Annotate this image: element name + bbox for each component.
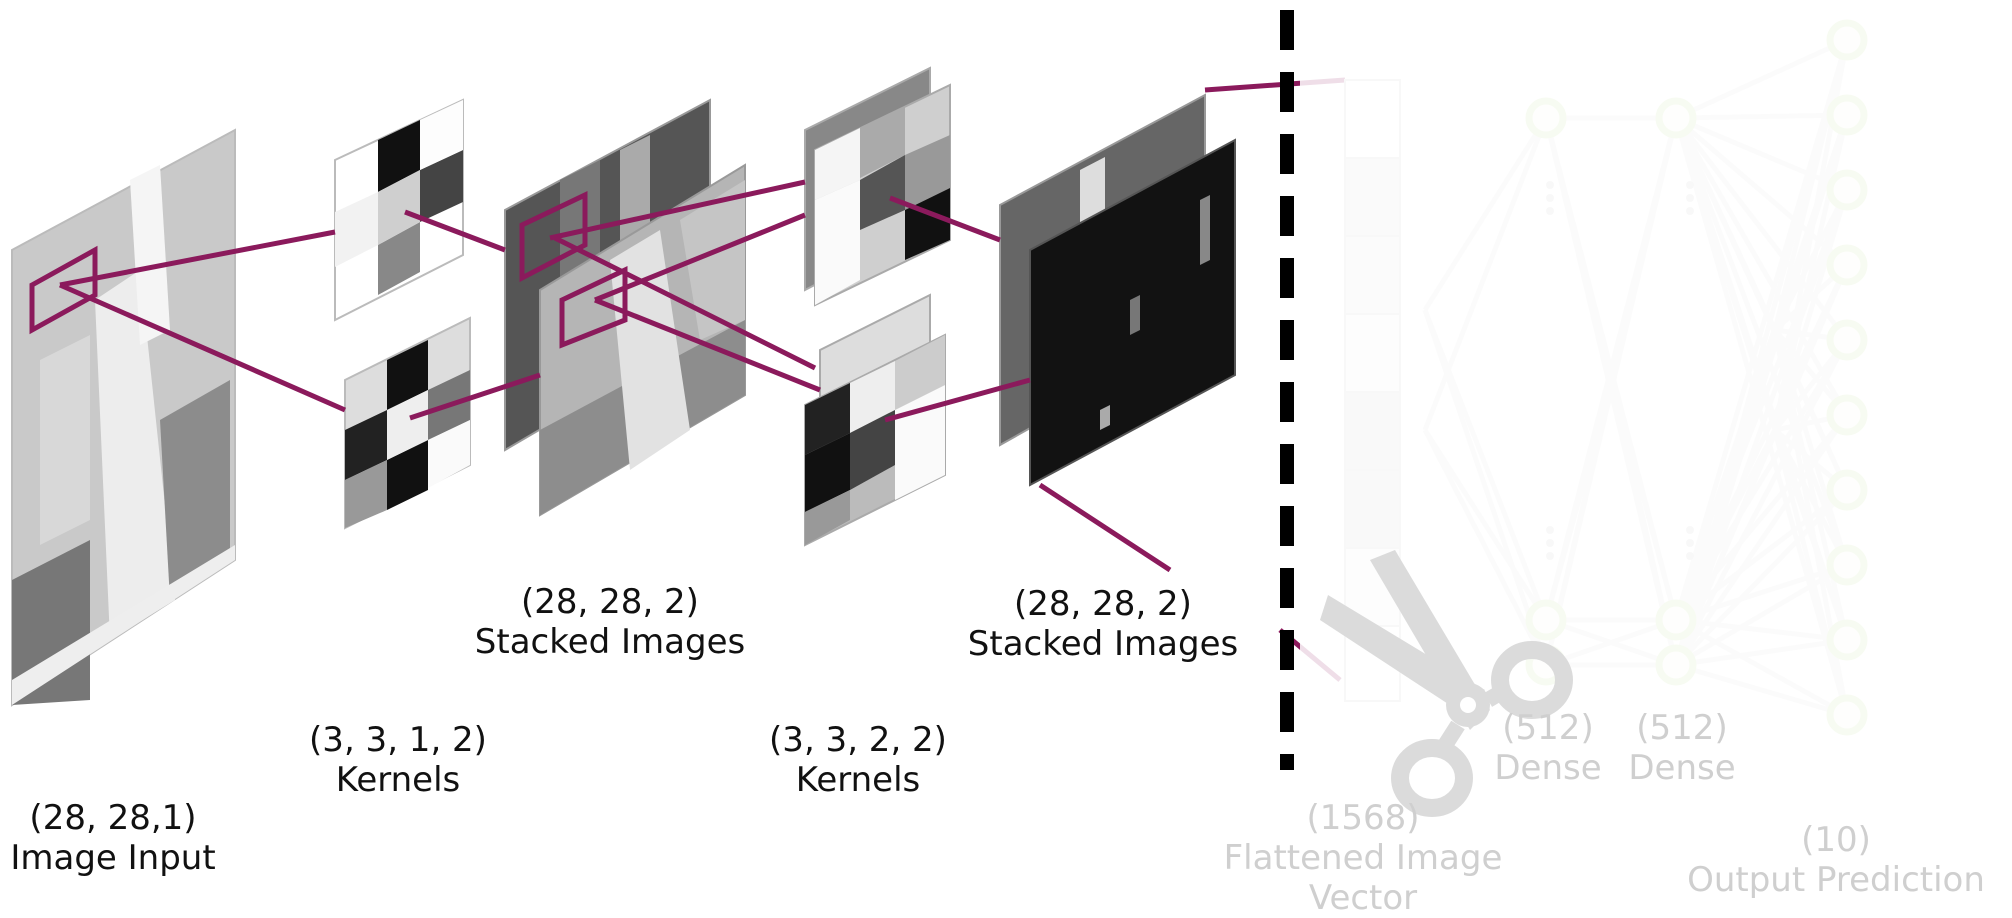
network-edge [1609,117,1679,381]
label-stacked-1: (28, 28, 2) Stacked Images [475,582,745,662]
network-edge [1674,37,1849,121]
network-node [1655,599,1697,641]
label-stacked-1-name: Stacked Images [474,622,746,662]
network-node [1826,619,1868,661]
network-node [1525,97,1567,139]
label-image-input: (28, 28,1) Image Input [10,798,215,878]
network-node [1826,94,1868,136]
network-edge [1543,117,1615,381]
network-node [1826,469,1868,511]
kernel-2b [804,293,946,547]
kernel-1a [334,98,464,322]
network-edge [1422,117,1549,431]
network-node [1826,169,1868,211]
label-kernels-2: (3, 3, 2, 2) Kernels [769,720,947,800]
label-flattened-name2: Vector [1308,878,1418,918]
input-image [11,128,236,707]
kernel-2a [804,66,951,307]
network-edge [1422,116,1549,312]
network-node [1655,644,1697,686]
label-kernels-2-shape: (3, 3, 2, 2) [769,720,947,760]
label-kernels-1-name: Kernels [335,760,461,800]
network-edge [1675,112,1848,121]
label-flattened-name: Flattened Image [1223,838,1503,878]
network-node [1826,394,1868,436]
label-dense-2: (512) Dense [1628,708,1735,788]
label-dense-1-shape: (512) [1502,708,1594,748]
label-flattened: (1568) Flattened Image Vector [1224,798,1503,918]
label-dense-2-shape: (512) [1636,708,1728,748]
label-kernels-1-shape: (3, 3, 1, 2) [309,720,487,760]
ellipsis-dots [1546,181,1694,560]
kernel-1b [344,316,471,530]
label-flattened-shape: (1568) [1306,798,1420,838]
label-stacked-2-shape: (28, 28, 2) [1014,584,1192,624]
stacked-images-2 [999,93,1236,487]
network-node [1826,319,1868,361]
label-dense-1: (512) Dense [1494,708,1601,788]
network-edge [1673,117,1778,431]
label-output-shape: (10) [1801,820,1871,860]
connector-lines [29,77,1346,682]
label-dense-1-name: Dense [1494,748,1602,788]
label-dense-2-name: Dense [1628,748,1736,788]
label-stacked-2-name: Stacked Images [967,624,1239,664]
network-node [1826,244,1868,286]
label-kernels-2-name: Kernels [795,760,921,800]
network-node [1826,694,1868,736]
network-node [1826,19,1868,61]
label-image-input-name: Image Input [10,838,216,878]
label-stacked-2: (28, 28, 2) Stacked Images [968,584,1238,664]
label-output: (10) Output Prediction [1687,820,1985,900]
network-node [1826,544,1868,586]
network-node [1655,97,1697,139]
label-kernels-1: (3, 3, 1, 2) Kernels [309,720,487,800]
label-image-input-shape: (28, 28,1) [29,798,197,838]
label-stacked-1-shape: (28, 28, 2) [521,582,699,622]
label-output-name: Output Prediction [1687,860,1985,900]
